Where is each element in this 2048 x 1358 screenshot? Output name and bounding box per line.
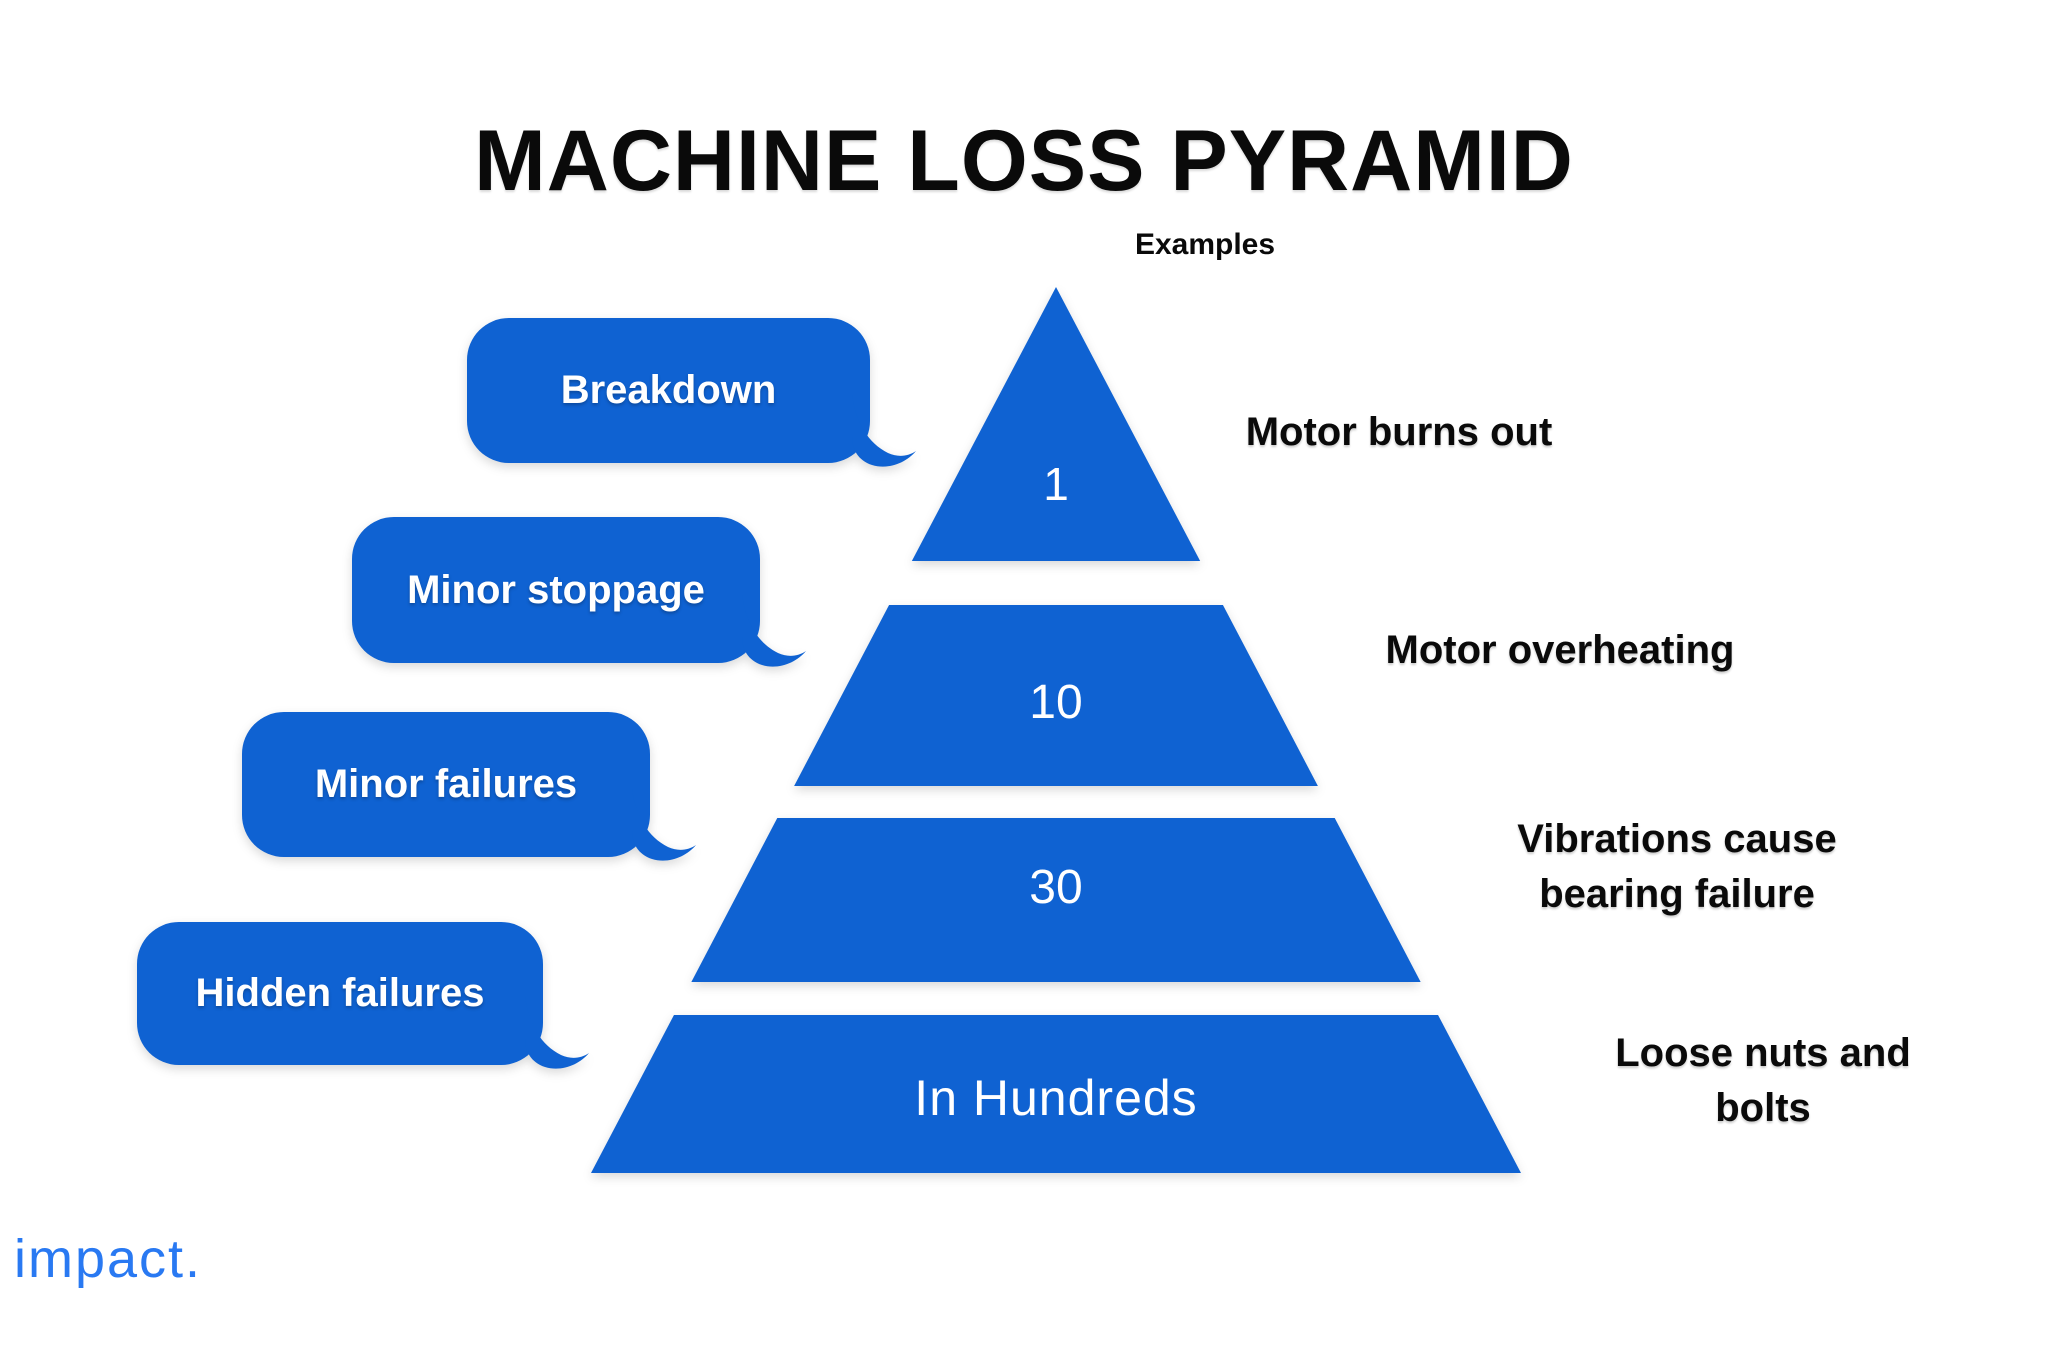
page-title: MACHINE LOSS PYRAMID [474,112,1574,209]
example-minor-stoppage: Motor overheating [1350,623,1770,678]
pyramid-tier-minor-failures: 30 [691,818,1421,982]
bubble-minor-failures-label: Minor failures [242,712,650,857]
pyramid: 1 10 30 In Hundreds [591,287,1521,1173]
examples-header-label: Examples [1134,228,1276,261]
bubble-minor-stoppage: Minor stoppage [352,517,806,667]
speech-tail-icon [852,395,916,467]
tier-breakdown-value: 1 [1043,458,1069,510]
bubble-minor-stoppage-label: Minor stoppage [352,517,760,663]
example-hidden-failures-line1: Loose nuts and [1615,1031,1911,1075]
example-breakdown: Motor burns out [1189,405,1609,460]
example-minor-failures-line1: Vibrations cause [1517,817,1837,861]
speech-tail-icon [525,997,589,1069]
tier-hidden-failures-value: In Hundreds [914,1070,1198,1126]
speech-tail-icon [632,789,696,861]
bubble-breakdown-label: Breakdown [467,318,870,463]
bubble-hidden-failures-label: Hidden failures [137,922,543,1065]
bubble-minor-failures: Minor failures [242,712,696,861]
tier-minor-stoppage-value: 10 [1029,675,1083,729]
example-minor-stoppage-line1: Motor overheating [1385,628,1735,672]
example-breakdown-line1: Motor burns out [1245,410,1553,454]
impact-logo: impact. [14,1229,203,1289]
pyramid-tier-hidden-failures: In Hundreds [591,1015,1521,1173]
example-hidden-failures-line2: bolts [1715,1086,1811,1130]
bubble-breakdown: Breakdown [467,318,916,467]
speech-tail-icon [742,595,806,667]
example-hidden-failures: Loose nuts and bolts [1553,1026,1973,1136]
bubble-hidden-failures: Hidden failures [137,922,589,1069]
pyramid-tier-minor-stoppage: 10 [794,605,1318,786]
example-minor-failures: Vibrations cause bearing failure [1467,812,1887,922]
example-minor-failures-line2: bearing failure [1539,872,1815,916]
tier-minor-failures-value: 30 [1029,861,1083,914]
